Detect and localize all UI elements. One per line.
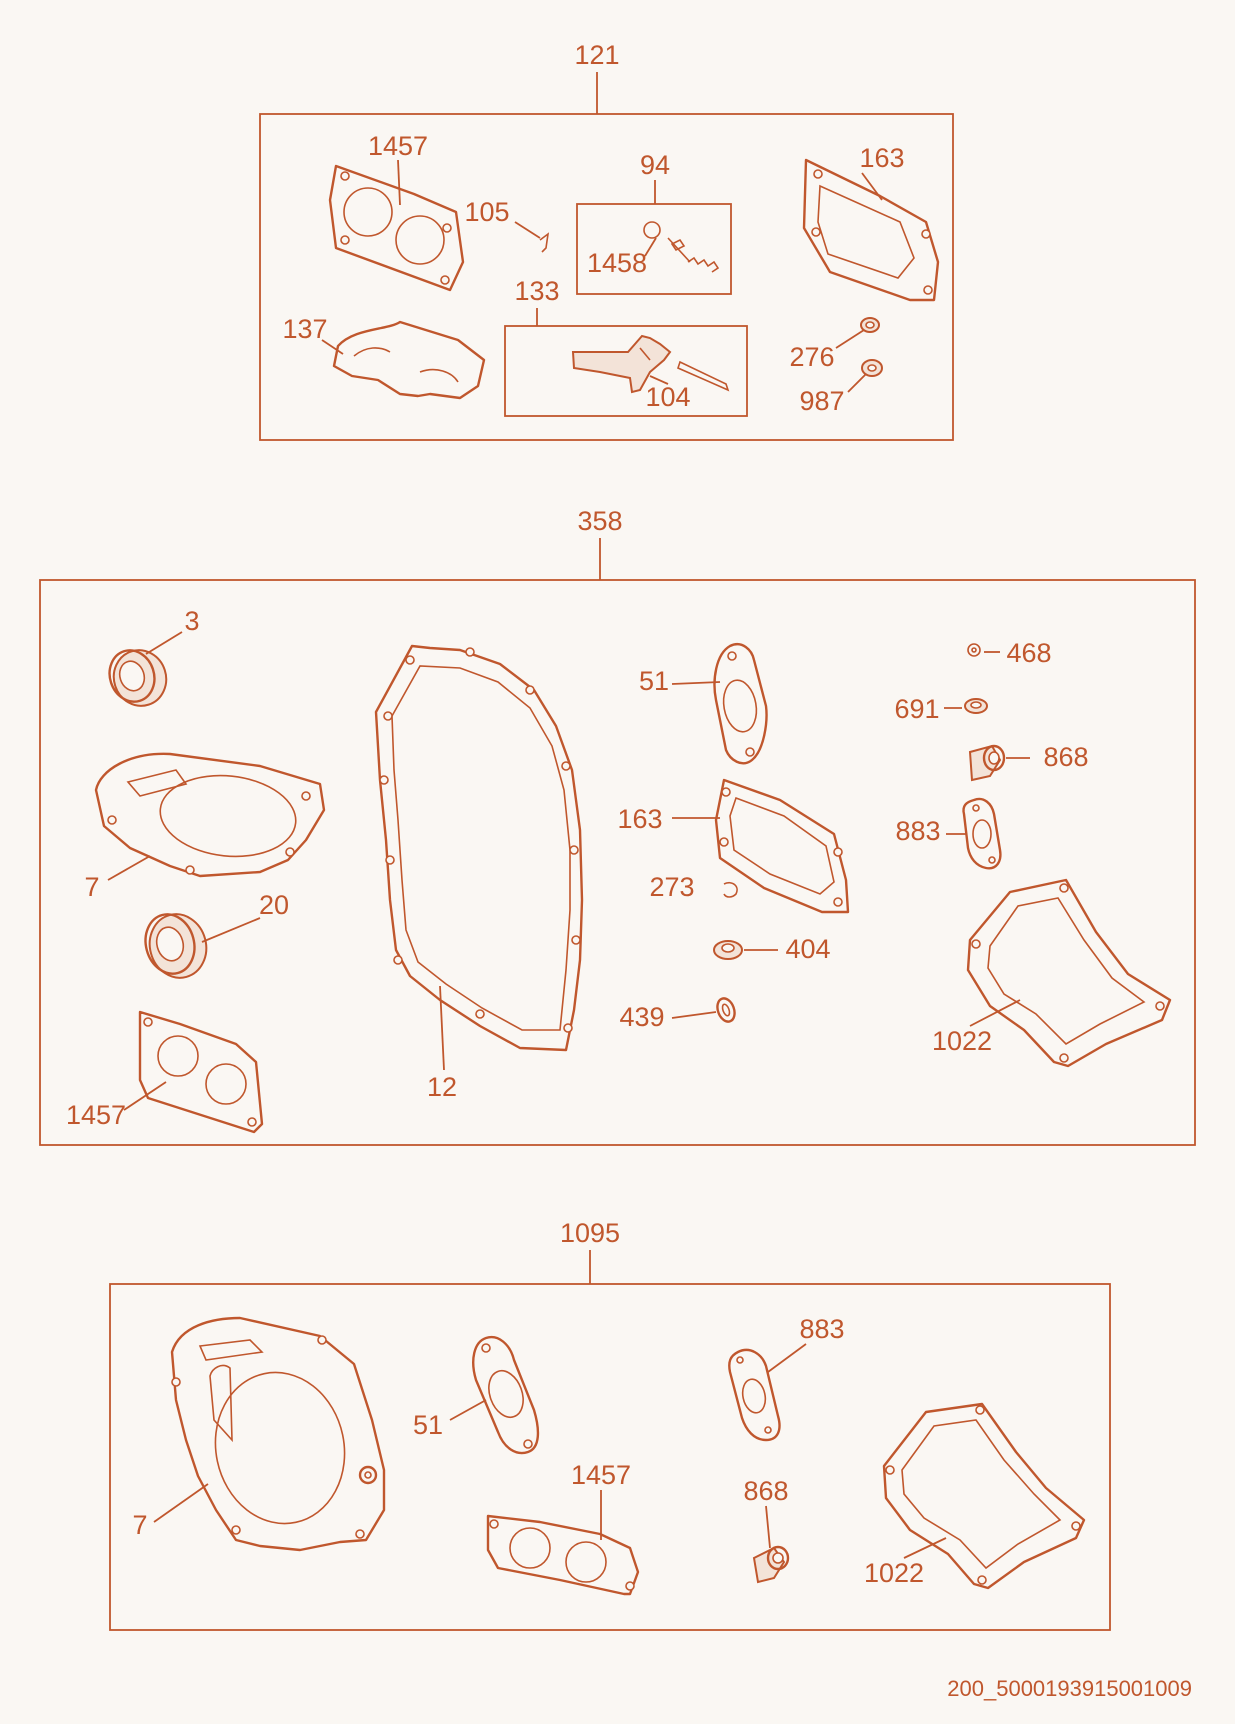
leader-1022-bottom	[903, 1537, 947, 1559]
label-691: 691	[894, 694, 939, 724]
part-404[interactable]	[713, 940, 743, 960]
label-1457-top: 1457	[368, 131, 428, 161]
label-105: 105	[464, 197, 509, 227]
document-code: 200_5000193915001009	[947, 1676, 1192, 1701]
leader-439	[671, 1011, 717, 1019]
part-691[interactable]	[964, 698, 988, 714]
part-104[interactable]	[677, 360, 730, 392]
leader-276	[835, 329, 865, 349]
label-276: 276	[789, 342, 834, 372]
part-163-top[interactable]	[802, 158, 940, 302]
part-51-bottom[interactable]	[472, 1335, 540, 1455]
label-7-middle: 7	[84, 872, 99, 902]
leader-104	[649, 375, 669, 385]
part-1457-bottom[interactable]	[486, 1514, 640, 1596]
label-468: 468	[1006, 638, 1051, 668]
part-276[interactable]	[860, 317, 880, 333]
leader-868-bottom	[765, 1505, 771, 1549]
label-51-bottom: 51	[413, 1410, 443, 1440]
leader-987	[847, 373, 867, 393]
label-439: 439	[619, 1002, 664, 1032]
label-20: 20	[259, 890, 289, 920]
label-12: 12	[427, 1072, 457, 1102]
leader-883-bottom	[767, 1343, 807, 1373]
group-frame-358	[39, 579, 1196, 1146]
frame-94	[576, 203, 732, 295]
label-7-bottom: 7	[132, 1510, 147, 1540]
part-3[interactable]	[103, 643, 173, 712]
leader-1022-middle	[969, 999, 1021, 1027]
label-133: 133	[514, 276, 559, 306]
group-1095: 1095 7 51 1457	[109, 1218, 1111, 1631]
label-3: 3	[184, 606, 199, 636]
part-105[interactable]	[539, 232, 550, 253]
label-163-middle: 163	[617, 804, 662, 834]
part-7-middle[interactable]	[94, 752, 326, 878]
part-163-middle[interactable]	[714, 778, 850, 914]
leader-1457-top	[397, 159, 401, 206]
part-273[interactable]	[723, 881, 738, 898]
group-frame-121	[259, 113, 954, 441]
part-1022-middle[interactable]	[966, 878, 1172, 1068]
leader-51-bottom	[449, 1399, 487, 1421]
label-404: 404	[785, 934, 830, 964]
label-883-bottom: 883	[799, 1314, 844, 1344]
leader-137	[321, 339, 344, 355]
label-868-bottom: 868	[743, 1476, 788, 1506]
label-1457-bottom: 1457	[571, 1460, 631, 1490]
part-137[interactable]	[332, 320, 486, 400]
leader-12	[439, 985, 445, 1071]
label-163-top: 163	[859, 143, 904, 173]
leader-3	[145, 631, 183, 655]
label-51-middle: 51	[639, 666, 669, 696]
part-1457-top[interactable]	[328, 164, 465, 292]
group-label-121: 121	[574, 40, 619, 70]
group-frame-1095	[109, 1283, 1111, 1631]
group-121: 121 1457 105 94 1458	[259, 40, 954, 441]
label-1457-middle: 1457	[66, 1100, 126, 1130]
part-439[interactable]	[714, 996, 737, 1024]
label-137: 137	[282, 314, 327, 344]
label-1022-bottom: 1022	[864, 1558, 924, 1588]
label-987: 987	[799, 386, 844, 416]
leader-7-bottom	[153, 1483, 209, 1523]
label-94: 94	[640, 150, 670, 180]
part-883-middle[interactable]	[962, 797, 1002, 870]
leader-20	[201, 917, 261, 943]
leader-1457-middle	[123, 1081, 167, 1111]
part-7-bottom[interactable]	[170, 1316, 386, 1552]
leader-7-middle	[107, 855, 151, 881]
part-987[interactable]	[861, 359, 883, 377]
leader-51-middle	[671, 681, 721, 685]
part-51-middle[interactable]	[713, 643, 768, 765]
group-label-1095: 1095	[560, 1218, 620, 1248]
leader-105	[514, 221, 541, 239]
part-883-bottom[interactable]	[728, 1348, 781, 1442]
label-104: 104	[645, 382, 690, 412]
part-bracket-133[interactable]	[571, 334, 672, 394]
part-1457-middle[interactable]	[138, 1010, 264, 1134]
part-1458[interactable]	[643, 221, 720, 273]
frame-133	[504, 325, 748, 417]
part-20[interactable]	[139, 908, 213, 984]
group-label-358: 358	[577, 506, 622, 536]
label-868-middle: 868	[1043, 742, 1088, 772]
group-358: 358 3 7 20	[39, 506, 1196, 1146]
part-868-middle[interactable]	[968, 744, 1006, 782]
label-273: 273	[649, 872, 694, 902]
label-883-middle: 883	[895, 816, 940, 846]
part-1022-bottom[interactable]	[882, 1402, 1086, 1590]
leader-1458	[644, 237, 657, 257]
label-1022-middle: 1022	[932, 1026, 992, 1056]
leader-163-top	[861, 172, 883, 201]
part-12[interactable]	[374, 644, 584, 1052]
part-868-bottom[interactable]	[752, 1545, 790, 1584]
label-1458: 1458	[587, 248, 647, 278]
part-468[interactable]	[967, 643, 981, 657]
